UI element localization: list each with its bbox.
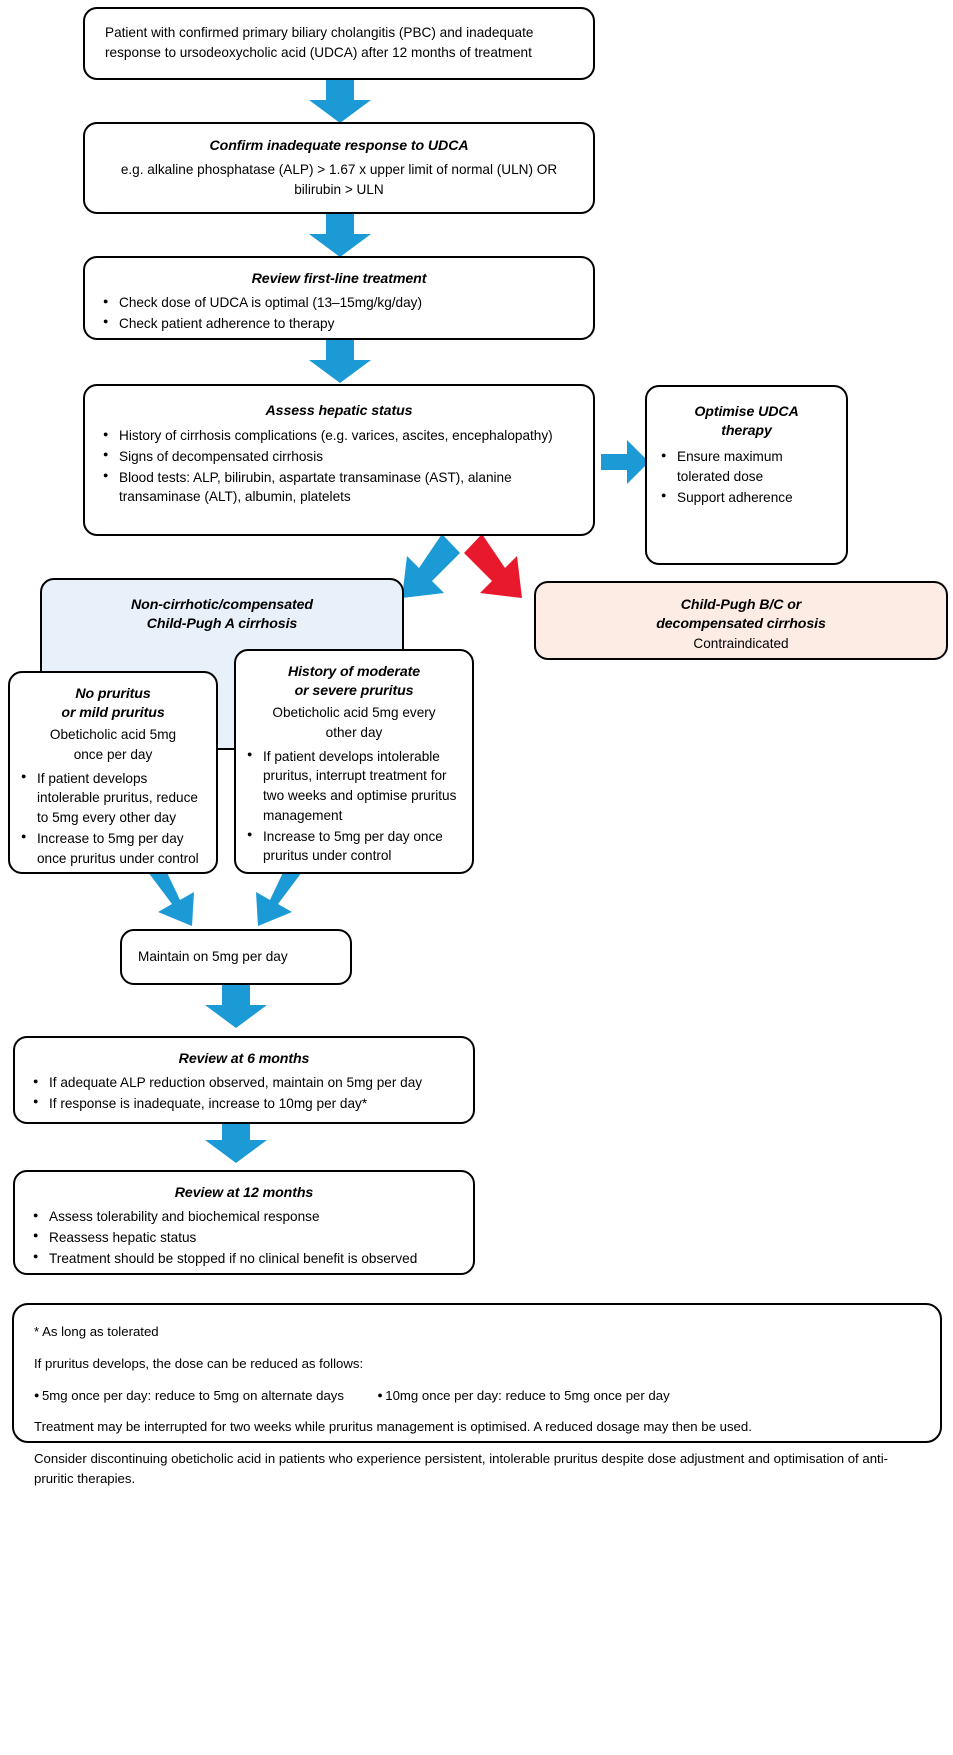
list-item: Check patient adherence to therapy (103, 313, 575, 334)
no-pruritus-dose-line-1: Obeticholic acid 5mg (49, 727, 177, 743)
non-cirrhotic-title-line-1: Non-cirrhotic/compensated (131, 597, 313, 613)
list-item: History of cirrhosis complications (e.g.… (103, 426, 575, 446)
arrow-maintain-to-review6 (205, 985, 267, 1028)
optimise-title-line-1: Optimise UDCA (694, 404, 799, 420)
optimise-bullets: Ensure maximum tolerated dose Support ad… (661, 447, 832, 507)
arrow-severe-pruritus-to-maintain (256, 862, 308, 926)
list-item: If response is inadequate, increase to 1… (33, 1093, 455, 1114)
list-item: Support adherence (661, 487, 832, 508)
footnote-line-4: Consider discontinuing obeticholic acid … (34, 1451, 889, 1486)
confirm-line-2: bilirubin > ULN (294, 181, 384, 197)
list-item: Reassess hepatic status (33, 1227, 455, 1248)
arrow-patient-to-confirm (309, 80, 371, 123)
patient-line-2: response to ursodeoxycholic acid (UDCA) … (105, 44, 532, 60)
no-pruritus-title-line-1: No pruritus (75, 686, 151, 702)
list-item: Signs of decompensated cirrhosis (103, 446, 575, 467)
node-history-moderate-severe-pruritus: History of moderate or severe pruritus O… (234, 649, 474, 874)
list-item: Increase to 5mg per day once pruritus un… (247, 826, 461, 866)
severe-pruritus-title-line-2: or severe pruritus (294, 683, 414, 700)
severe-pruritus-dose-line-1: Obeticholic acid 5mg every (272, 705, 436, 721)
no-pruritus-title-line-2: or mild pruritus (61, 705, 165, 722)
footnote-line-3: Treatment may be interrupted for two wee… (34, 1419, 752, 1435)
list-item: Treatment should be stopped if no clinic… (33, 1248, 455, 1269)
list-item: Increase to 5mg per day once pruritus un… (21, 828, 205, 868)
footnote-bullet-row: 5mg once per day: reduce to 5mg on alter… (34, 1386, 920, 1406)
confirm-line-1: e.g. alkaline phosphatase (ALP) > 1.67 x… (120, 162, 558, 178)
review12-title: Review at 12 months (174, 1185, 314, 1201)
no-pruritus-bullets: If patient develops intolerable pruritus… (21, 768, 205, 869)
node-review-at-6-months: Review at 6 months If adequate ALP reduc… (13, 1036, 475, 1124)
confirm-title: Confirm inadequate response to UDCA (209, 138, 469, 154)
node-no-pruritus: No pruritus or mild pruritus Obeticholic… (8, 671, 218, 874)
footnote-bullet-2: 10mg once per day: reduce to 5mg once pe… (377, 1386, 669, 1406)
review6-bullets: If adequate ALP reduction observed, main… (33, 1073, 455, 1113)
severe-pruritus-bullets: If patient develops intolerable pruritus… (247, 746, 461, 866)
list-item: Check dose of UDCA is optimal (13–15mg/k… (103, 293, 575, 313)
arrow-assess-to-optimise (601, 440, 649, 484)
review-first-line-title: Review first-line treatment (251, 271, 427, 287)
review-first-line-bullets: Check dose of UDCA is optimal (13–15mg/k… (103, 293, 575, 333)
optimise-title-line-2: therapy (721, 423, 772, 440)
arrow-review6-to-review12 (205, 1120, 267, 1163)
node-review-at-12-months: Review at 12 months Assess tolerability … (13, 1170, 475, 1275)
maintain-text: Maintain on 5mg per day (138, 949, 288, 965)
node-maintain-5mg-per-day: Maintain on 5mg per day (120, 929, 352, 985)
node-confirm-inadequate-response: Confirm inadequate response to UDCA e.g.… (83, 122, 595, 214)
node-assess-hepatic-status: Assess hepatic status History of cirrhos… (83, 384, 595, 536)
arrow-review-to-assess (309, 340, 371, 383)
child-pugh-subtitle: Contraindicated (693, 636, 789, 652)
list-item: Ensure maximum tolerated dose (661, 447, 832, 486)
list-item: If patient develops intolerable pruritus… (21, 768, 205, 828)
review12-bullets: Assess tolerability and biochemical resp… (33, 1207, 455, 1268)
patient-line-1: Patient with confirmed primary biliary c… (105, 25, 534, 40)
footnote-panel: * As long as tolerated If pruritus devel… (12, 1303, 942, 1486)
arrow-assess-to-non-cirrhotic (402, 534, 460, 598)
footnote-bullet-1: 5mg once per day: reduce to 5mg on alter… (34, 1386, 344, 1406)
list-item: Assess tolerability and biochemical resp… (33, 1207, 455, 1227)
node-child-pugh-bc-contraindicated: Child-Pugh B/C or decompensated cirrhosi… (534, 581, 948, 660)
no-pruritus-dose-line-2: once per day (73, 747, 153, 763)
assess-title: Assess hepatic status (265, 403, 413, 419)
list-item: If adequate ALP reduction observed, main… (33, 1073, 455, 1093)
list-item: If patient develops intolerable pruritus… (247, 746, 461, 826)
node-patient: Patient with confirmed primary biliary c… (83, 7, 595, 80)
severe-pruritus-dose-line-2: other day (325, 725, 383, 741)
severe-pruritus-title-line-1: History of moderate (287, 664, 421, 680)
node-review-first-line: Review first-line treatment Check dose o… (83, 256, 595, 340)
child-pugh-title-line-1: Child-Pugh B/C or (680, 597, 802, 613)
review6-title: Review at 6 months (178, 1051, 310, 1067)
assess-bullets: History of cirrhosis complications (e.g.… (103, 426, 575, 507)
arrow-no-pruritus-to-maintain (142, 862, 194, 926)
footnote-line-2: If pruritus develops, the dose can be re… (34, 1355, 364, 1371)
list-item: Blood tests: ALP, bilirubin, aspartate t… (103, 467, 575, 507)
node-optimise-udca-therapy: Optimise UDCA therapy Ensure maximum tol… (645, 385, 848, 565)
arrow-assess-to-child-pugh-bc (464, 534, 522, 598)
footnote-line-1: * As long as tolerated (34, 1324, 159, 1339)
child-pugh-title-line-2: decompensated cirrhosis (656, 616, 826, 633)
non-cirrhotic-title-line-2: Child-Pugh A cirrhosis (146, 616, 298, 633)
arrow-confirm-to-review (309, 214, 371, 257)
